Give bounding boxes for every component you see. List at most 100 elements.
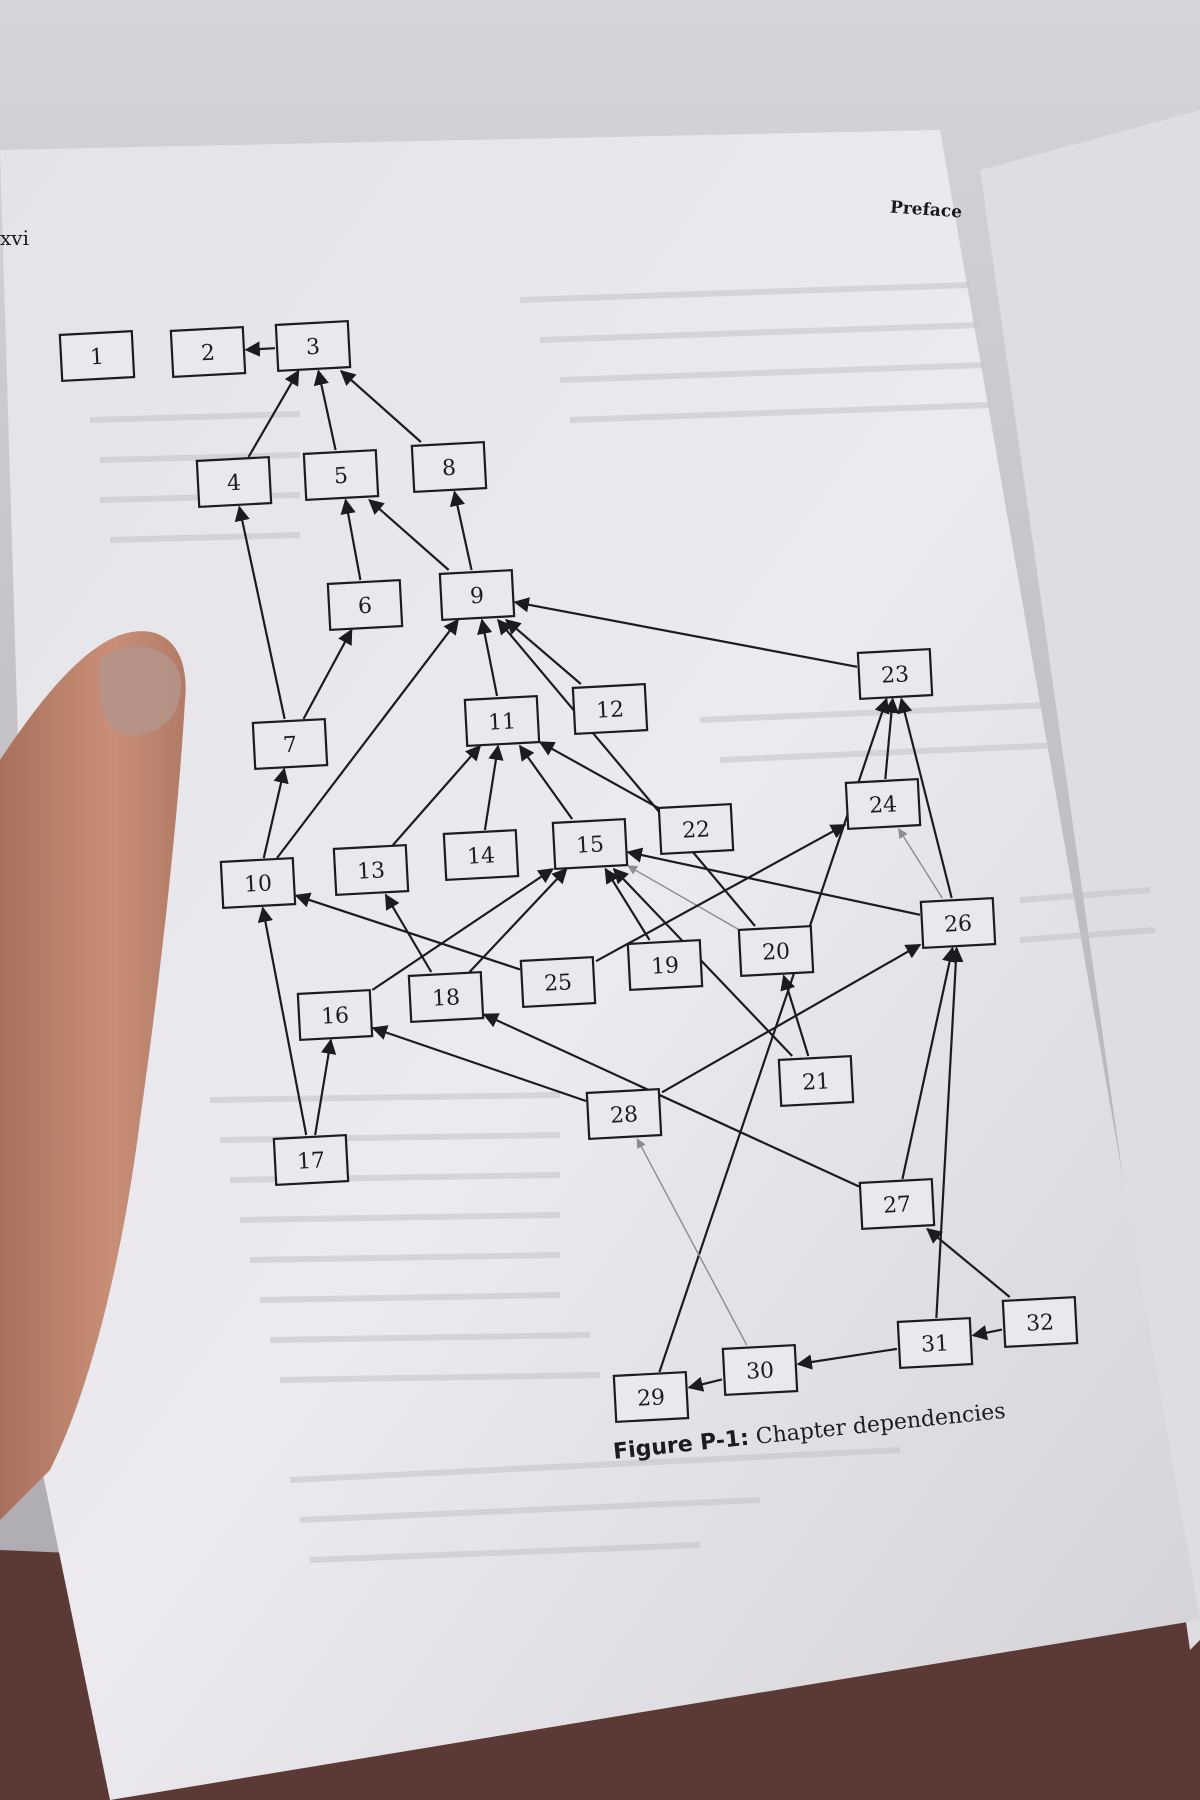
edge-32-to-31	[971, 1325, 1003, 1341]
chapter-node-box	[856, 647, 934, 701]
edge-12-to-9	[504, 618, 582, 685]
edge-20-to-9	[497, 618, 756, 927]
edge-10-to-7	[262, 767, 289, 859]
edge-18-to-15	[468, 867, 568, 973]
chapter-node-box	[519, 955, 597, 1009]
edge-27-to-18	[482, 1013, 860, 1188]
chapter-node-label: 1	[89, 345, 104, 371]
edge-6-to-5	[340, 498, 362, 581]
chapter-node-13: 13	[332, 843, 410, 897]
edge-4-to-3	[247, 369, 300, 458]
chapter-node-box	[585, 1087, 663, 1141]
edge-7-to-6	[302, 628, 353, 720]
chapter-node-18: 18	[407, 970, 485, 1024]
edge-13-to-11	[392, 744, 482, 846]
edge-25-to-24	[595, 823, 847, 963]
chapter-node-label: 29	[636, 1385, 665, 1411]
edge-31-to-26	[935, 946, 964, 1319]
chapter-node-box	[219, 856, 297, 910]
chapter-node-17: 17	[272, 1133, 350, 1187]
chapter-node-box	[442, 828, 520, 882]
edge-28-to-16	[371, 1025, 587, 1103]
chapter-node-box	[777, 1054, 855, 1108]
chapter-node-label: 27	[882, 1192, 911, 1218]
edge-11-to-9	[477, 618, 499, 697]
chapter-node-label: 13	[356, 858, 385, 884]
chapter-node-label: 9	[469, 584, 484, 610]
chapter-node-box	[626, 938, 704, 992]
running-head-page-number: xvi	[0, 226, 29, 250]
edge-21-to-15	[612, 867, 793, 1057]
edge-22-to-11	[538, 741, 659, 809]
chapter-node-box	[858, 1177, 936, 1231]
chapter-node-label: 11	[487, 709, 516, 735]
chapter-node-1: 1	[58, 329, 136, 383]
chapter-node-label: 6	[357, 594, 372, 620]
chapter-node-10: 10	[219, 856, 297, 910]
chapter-node-box	[274, 319, 352, 373]
chapter-node-11: 11	[463, 694, 541, 748]
chapter-node-label: 31	[920, 1331, 949, 1357]
chapter-node-label: 25	[543, 970, 572, 996]
dependency-edges	[234, 341, 1011, 1392]
chapter-node-label: 4	[226, 471, 241, 497]
edge-30-to-29	[687, 1376, 723, 1392]
chapter-node-label: 20	[761, 939, 790, 965]
chapter-node-box	[302, 448, 380, 502]
chapter-node-7: 7	[251, 717, 329, 771]
edge-3-to-2	[244, 341, 276, 357]
chapter-node-16: 16	[296, 988, 374, 1042]
edge-27-to-26	[901, 946, 958, 1180]
edge-24-to-23	[883, 697, 900, 780]
chapter-node-30: 30	[721, 1343, 799, 1397]
edge-32-to-27	[926, 1228, 1011, 1298]
chapter-node-box	[326, 578, 404, 632]
chapter-node-label: 28	[609, 1102, 638, 1128]
chapter-node-8: 8	[410, 440, 488, 494]
edge-26-to-23	[897, 697, 953, 899]
chapter-node-22: 22	[657, 802, 735, 856]
edge-31-to-30	[796, 1347, 898, 1370]
chapter-node-box	[407, 970, 485, 1024]
chapter-node-box	[169, 325, 247, 379]
chapter-node-label: 8	[441, 456, 456, 482]
chapter-node-box	[896, 1316, 974, 1370]
chapter-node-box	[272, 1133, 350, 1187]
chapter-node-label: 18	[431, 985, 460, 1011]
chapter-node-21: 21	[777, 1054, 855, 1108]
chapter-node-box	[463, 694, 541, 748]
chapter-node-box	[438, 568, 516, 622]
edge-17-to-10	[257, 906, 308, 1136]
edge-25-to-10	[294, 892, 521, 971]
edge-8-to-3	[339, 369, 422, 443]
chapter-node-box	[251, 717, 329, 771]
edge-21-to-20	[780, 974, 810, 1057]
edge-23-to-9	[513, 597, 858, 668]
edge-15-to-11	[518, 744, 574, 820]
chapter-node-32: 32	[1001, 1295, 1079, 1349]
edge-7-to-4	[234, 505, 286, 720]
chapter-node-6: 6	[326, 578, 404, 632]
chapter-node-28: 28	[585, 1087, 663, 1141]
chapter-node-box	[296, 988, 374, 1042]
chapter-node-label: 14	[466, 843, 495, 869]
chapter-node-box	[571, 682, 649, 736]
chapter-node-label: 10	[243, 871, 272, 897]
chapter-node-2: 2	[169, 325, 247, 379]
chapter-node-label: 7	[282, 733, 297, 759]
chapter-node-5: 5	[302, 448, 380, 502]
faint-body-text	[89, 282, 1156, 1563]
chapter-node-label: 21	[801, 1069, 830, 1095]
chapter-node-31: 31	[896, 1316, 974, 1370]
chapter-node-26: 26	[919, 896, 997, 950]
chapter-node-label: 19	[650, 953, 679, 979]
chapter-node-box	[919, 896, 997, 950]
edge-5-to-3	[313, 369, 337, 451]
chapter-node-14: 14	[442, 828, 520, 882]
chapter-node-box	[721, 1343, 799, 1397]
chapter-node-box	[332, 843, 410, 897]
edge-16-to-15	[371, 868, 554, 991]
chapter-node-25: 25	[519, 955, 597, 1009]
chapter-node-label: 3	[305, 335, 320, 361]
